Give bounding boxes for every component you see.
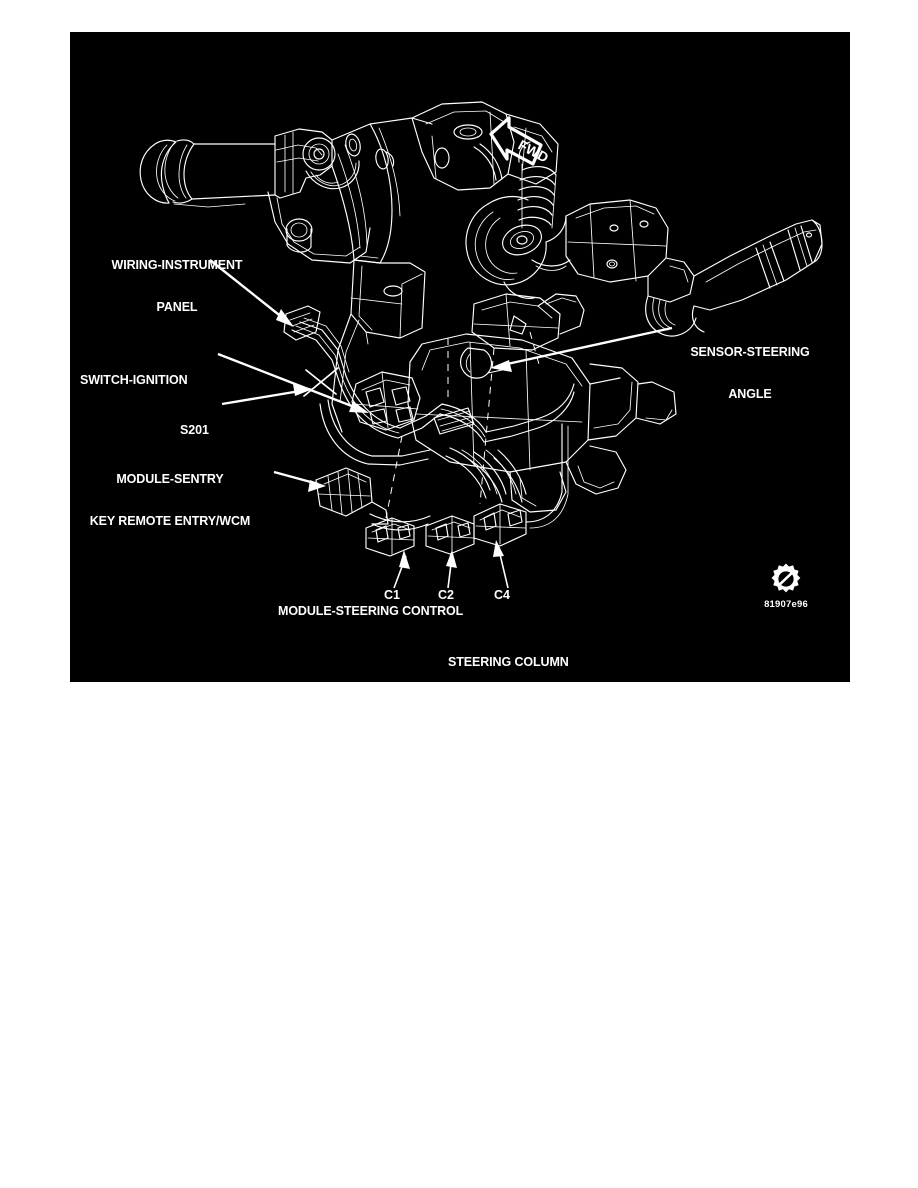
callout-line-2: ANGLE [728, 387, 772, 401]
connector-label-c2: C2 [438, 588, 454, 602]
upper-shaft-yoke [139, 128, 395, 264]
multifunction-switch-assembly [565, 199, 823, 337]
leader-lines [209, 259, 673, 589]
forward-direction-badge: FWD [485, 112, 565, 182]
connector-label-c1: C1 [384, 588, 400, 602]
column-bearing-hub [465, 195, 571, 299]
callout-line-1: SWITCH-IGNITION [80, 373, 188, 387]
callout-line-1: MODULE-SENTRY [116, 472, 224, 486]
tilt-housing [411, 101, 559, 191]
callout-module-sentry-wcm: MODULE-SENTRY KEY REMOTE ENTRY/WCM [70, 444, 270, 556]
figure-id-text: 81907e96 [764, 599, 808, 610]
figure-panel: .ln { fill:none; stroke:#ffffff; stroke-… [70, 32, 850, 682]
figure-caption: STEERING COLUMN [448, 655, 569, 669]
scm-harness-trunk [433, 383, 575, 503]
callout-line-1: WIRING-INSTRUMENT [111, 258, 243, 272]
scm-connector-c1 [365, 517, 415, 557]
instrument-panel-harness [283, 305, 443, 466]
callout-line-1: SENSOR-STEERING [690, 345, 810, 359]
module-steering-control-title: MODULE-STEERING CONTROL [278, 604, 464, 618]
forward-arrow-icon: FWD [489, 116, 551, 166]
wcm-module-connector [315, 467, 431, 531]
scm-connector-c4 [473, 423, 569, 547]
ignition-switch-connector [303, 367, 421, 431]
callout-wiring-instrument-panel: WIRING-INSTRUMENT PANEL [82, 230, 272, 342]
callout-s201: S201 [180, 395, 240, 465]
figure-id-block: 81907e96 [744, 562, 828, 610]
scm-connector-c2 [425, 515, 475, 555]
callout-line-2: KEY REMOTE ENTRY/WCM [89, 514, 251, 528]
column-jacket [331, 117, 433, 433]
clockspring-coil [517, 141, 557, 229]
callout-sensor-steering-angle: SENSOR-STEERING ANGLE [670, 317, 830, 429]
callout-switch-ignition: SWITCH-IGNITION [80, 345, 230, 415]
lower-column-shroud [407, 333, 677, 513]
steering-angle-sensor [459, 293, 585, 379]
connector-label-c4: C4 [494, 588, 510, 602]
gear-slash-icon [771, 563, 801, 593]
reference-dashed-lines [385, 331, 541, 519]
callout-line-2: PANEL [156, 300, 198, 314]
steering-column-illustration: .ln { fill:none; stroke:#ffffff; stroke-… [139, 101, 823, 589]
callout-line-1: S201 [180, 423, 209, 437]
